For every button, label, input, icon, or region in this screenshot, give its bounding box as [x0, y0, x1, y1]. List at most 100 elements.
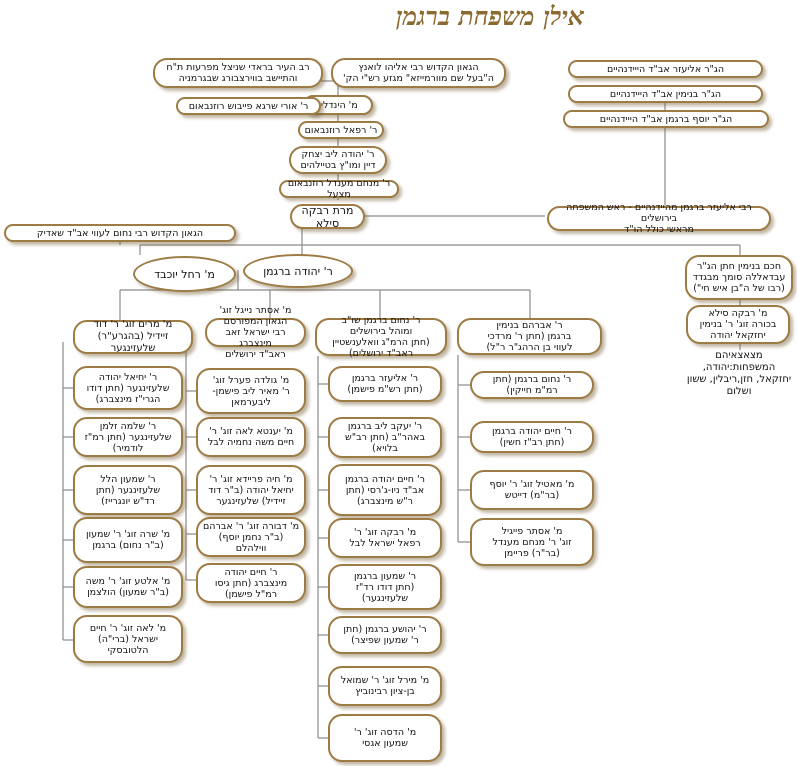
node-line: ווילהלם	[235, 542, 267, 554]
tree-node-descendants: מצאצאיהם המשפחות:יהודה, יחזקאל, חזן,ריבל…	[684, 350, 794, 398]
tree-node-refael: ר' רפאל רוזנבאום	[298, 121, 384, 139]
tree-node-yehuda-bergman: ר' יהודה ברגמן	[243, 254, 353, 288]
tree-node-c2-1: ר' אליעזר ברגמן(חתן רש"מ פישמן)	[328, 366, 442, 402]
node-line: רב העיר בראדי שניצל מפרעות ת"ח	[166, 62, 310, 73]
node-line: שלעזינגער (חתן	[95, 484, 161, 496]
node-line: ר"ש מינצברג)	[357, 495, 413, 507]
node-line: מ' לאה זוג' ר' חיים	[89, 622, 167, 634]
tree-node-menachem-mendel: ר' מנחם מענדל רוזנבאום מצעל	[279, 178, 399, 200]
node-line: מ' רבקה סילא	[708, 308, 768, 319]
node-line: בכורה זוג' ר' בנימין	[699, 319, 777, 330]
node-line: שלעזינגער	[110, 343, 156, 354]
node-line: רבי ישראל זאב מינצברג	[225, 327, 286, 349]
node-line: באהר"ב (חתן רב"ש	[345, 432, 426, 443]
node-line: ר' יהושע ברגמן (חתן	[343, 624, 427, 635]
node-line: והתיישב בווירצבורג שבגרמניה	[178, 73, 298, 84]
node-line: הגאון הקדוש רבי אליהו לואנץ	[358, 62, 479, 73]
tree-node-uri-shraga: ר' אורי שרגא פייבוש רוזנבאום	[176, 97, 321, 115]
node-line: בן-ציון רבינוביץ	[355, 686, 415, 697]
node-line: זיידיל) שלעזינגער	[216, 495, 286, 507]
tree-node-c3-1: מ' גולדה פערל זוג'ר' מאיר ליב פישמן-ליבע…	[196, 368, 306, 414]
tree-node-c3-2: מ' יענטא לאה זוג' ר'חיים משה נחמיה לבל	[196, 417, 306, 457]
node-line: ומוהל בירושלים	[349, 326, 413, 337]
node-line: ר' חיים יהודה ברגמן	[345, 473, 425, 485]
node-line: ר' נחום ברגמן שו"ב	[341, 315, 421, 326]
node-line: (חתן דודו רד"ז	[355, 581, 415, 593]
node-line: מ' דבורה זוג' ר' אברהם	[202, 520, 300, 532]
tree-node-eliezer-head: רבי אליעזר ברגמן מהיידנהיים - ראש המשפחה…	[547, 202, 771, 235]
tree-node-c2-4: מ' רבקה זוג' ר'רפאל ישראל לבל	[328, 518, 442, 558]
tree-node-c2-8: מ' הדסה זוג' ר'שמעון אגסי	[328, 714, 442, 762]
node-line: מצאצאיהם המשפחות:	[715, 350, 776, 373]
node-line: מ' רחל יוכבד	[154, 267, 215, 281]
node-line: ה"בעל שם מוורמייזא" מגזע רש"י הק'	[343, 73, 494, 84]
node-line: מ' שרה זוג' ר' שמעון	[85, 529, 171, 540]
node-line: מ' מאטיל זוג' ר' יוסף	[489, 479, 575, 490]
node-line: מ' הדסה זוג' ר'	[353, 727, 417, 738]
node-line: מ' גולדה פערל זוג'	[212, 374, 290, 386]
node-line: (ב"ר נחמן יוסף)	[218, 531, 284, 543]
node-line: בלויא)	[372, 443, 398, 454]
node-line: ר' רפאל רוזנבאום	[304, 124, 378, 136]
tree-node-rachel: מ' רחל יוכבד	[133, 256, 236, 292]
node-line: ראב"ד ירושלים	[225, 349, 286, 360]
node-line: ברגמן (חתן ר' מרדכי	[487, 331, 572, 342]
node-line: זיידיל (בהגרע"ר)	[97, 331, 169, 342]
node-line: שלעזינגער (חתן דודו	[86, 382, 170, 394]
tree-node-yosef-dayan: הג"ר יוסף ברגמן אב"ד הייידנהיים	[563, 110, 769, 128]
node-line: רד"ש יונגרייז)	[101, 495, 155, 507]
node-line: מינצברג (חתן גיסו	[214, 577, 288, 589]
node-line: לודמיר)	[112, 442, 144, 454]
node-line: שלעזינגער (חתן רמ"ז	[84, 431, 172, 443]
node-line: (ב"ר נחום) ברגמן	[92, 540, 164, 551]
node-line: ריבלין, ששון ושלום	[686, 374, 752, 397]
node-line: יחזקאל יהודה	[710, 330, 766, 341]
node-line: אב"ד ניו-ג'רסי (חתן	[345, 484, 425, 496]
node-line: ר' אורי שרגא פייבוש רוזנבאום	[188, 100, 309, 112]
tree-node-c3-3: מ' חיה פריידא זוג' ר'יחיאל יהודה (ב"ר דו…	[196, 465, 306, 515]
tree-node-rivka-sila: מרת רבקה סילא	[290, 204, 365, 230]
node-line: ליבערמאן	[231, 396, 271, 408]
node-line: הג"ר אליעזר אב"ד הייידנהיים	[606, 63, 725, 75]
node-line: מ' יענטא לאה זוג' ר'	[209, 426, 293, 437]
node-line: ר' מנחם מענדל רוזנבאום מצעל	[287, 178, 391, 200]
node-line: הגרי"ז מינצברג)	[95, 393, 161, 405]
node-line: ר' חיים יהודה	[224, 566, 278, 578]
node-line: שלעזינגער)	[361, 592, 409, 604]
node-line: ר' אליעזר ברגמן	[351, 373, 419, 384]
node-line: מ' אלטע זוג' ר' משה	[85, 576, 171, 587]
node-line: ראב"ד ירושלים)	[348, 348, 414, 359]
node-line: הג"ר יוסף ברגמן אב"ד הייידנהיים	[599, 113, 733, 125]
node-line: מ' חיה פריידא זוג' ר'	[209, 473, 293, 485]
node-line: יהודה, יחזקאל, חזן,	[702, 362, 792, 385]
node-line: ר' שמעון הלל	[100, 473, 156, 485]
node-line: ר' יהודה ברגמן	[263, 264, 333, 278]
node-line: רפאל ישראל לבל	[349, 538, 421, 549]
tree-node-c4-5: מ' אלטע זוג' ר' משה(ב"ר שמעון) הולצמן	[73, 566, 183, 608]
node-line: חיים משה נחמיה לבל	[207, 437, 295, 448]
node-line: רבי אליעזר ברגמן מהיידנהיים - ראש המשפחה…	[566, 202, 752, 224]
node-line: ישראל (ברי"ה)	[98, 633, 158, 645]
page-title: אילן משפחת ברגמן	[395, 2, 584, 31]
node-line: מ' הינדלין	[318, 99, 358, 111]
node-line: חכם בנימין חתן הג"ר	[696, 261, 782, 272]
tree-node-eliezer-dayan: הג"ר אליעזר אב"ד הייידנהיים	[568, 60, 763, 78]
node-line: מ' אסתר נייגל זוג' הגאון המפורסם	[219, 305, 292, 327]
node-line: (בר"מ) דייטש	[504, 490, 560, 501]
node-line: זוג' ר' מנחם מענדל	[492, 536, 572, 548]
node-line: ר' נחום ברגמן (חתן	[492, 374, 572, 385]
